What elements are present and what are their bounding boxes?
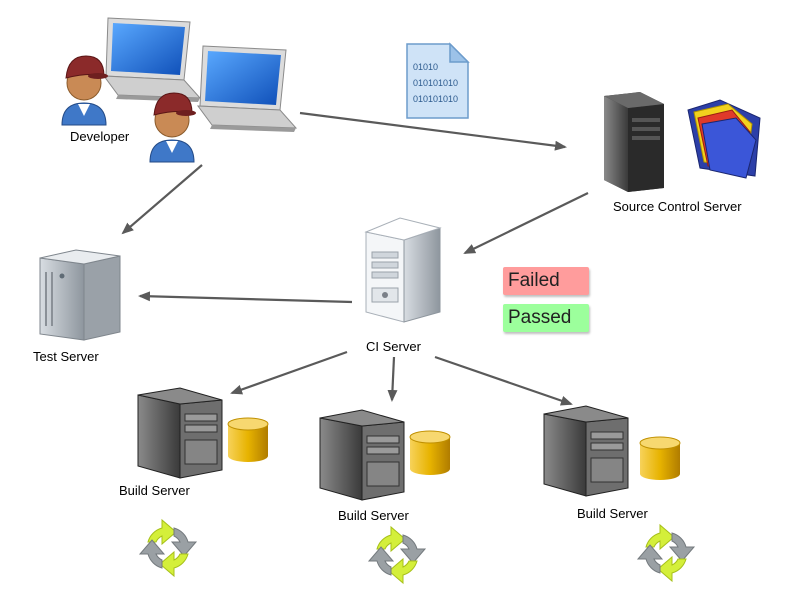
- build-server-1-label: Build Server: [119, 483, 190, 498]
- binary-line-3: 010101010: [413, 94, 458, 104]
- laptop-icon: [102, 17, 202, 102]
- binary-line-2: 010101010: [413, 78, 458, 88]
- ci-server-icon: [364, 217, 442, 323]
- developer-person-icon: [149, 92, 196, 163]
- arrow-source-control-to-ci: [463, 192, 589, 254]
- binary-file-icon: 01010 010101010 010101010: [406, 42, 470, 119]
- build-server-icon: [543, 405, 629, 497]
- database-icon: [227, 417, 269, 462]
- build-server-icon: [137, 387, 223, 479]
- database-icon: [409, 430, 451, 475]
- arrow-developer-to-source-control: [299, 111, 567, 151]
- binary-line-1: 01010: [413, 62, 438, 72]
- arrow-developer-to-test-server: [121, 164, 203, 235]
- build-server-2-group: [319, 409, 451, 501]
- source-control-server-label: Source Control Server: [613, 199, 742, 214]
- developer-person-icon: [61, 55, 108, 126]
- test-server-label: Test Server: [33, 349, 99, 364]
- build-server-3-group: [543, 405, 681, 497]
- developer-group: [61, 17, 298, 163]
- build-server-2-label: Build Server: [338, 508, 409, 523]
- build-server-1-group: [137, 387, 269, 479]
- sync-arrows-icon: [138, 518, 198, 578]
- folder-icon: [687, 99, 761, 179]
- arrow-ci-to-build-1: [230, 350, 348, 395]
- laptop-icon: [196, 45, 298, 132]
- build-server-3-label: Build Server: [577, 506, 648, 521]
- sync-arrows-icon: [367, 525, 427, 585]
- developer-label: Developer: [70, 129, 130, 144]
- database-icon: [639, 436, 681, 480]
- connection-arrows: [121, 111, 589, 406]
- ci-server-label: CI Server: [366, 339, 421, 354]
- sync-arrows-icon: [636, 523, 696, 583]
- build-server-icon: [319, 409, 405, 501]
- arrow-ci-to-build-2: [387, 356, 398, 402]
- test-server-icon: [39, 249, 121, 341]
- arrow-ci-to-build-3: [434, 355, 573, 406]
- passed-status-badge: Passed: [503, 304, 589, 332]
- source-control-server-icon: [604, 92, 664, 192]
- arrow-ci-to-test-server: [138, 291, 353, 304]
- failed-status-badge: Failed: [503, 267, 589, 295]
